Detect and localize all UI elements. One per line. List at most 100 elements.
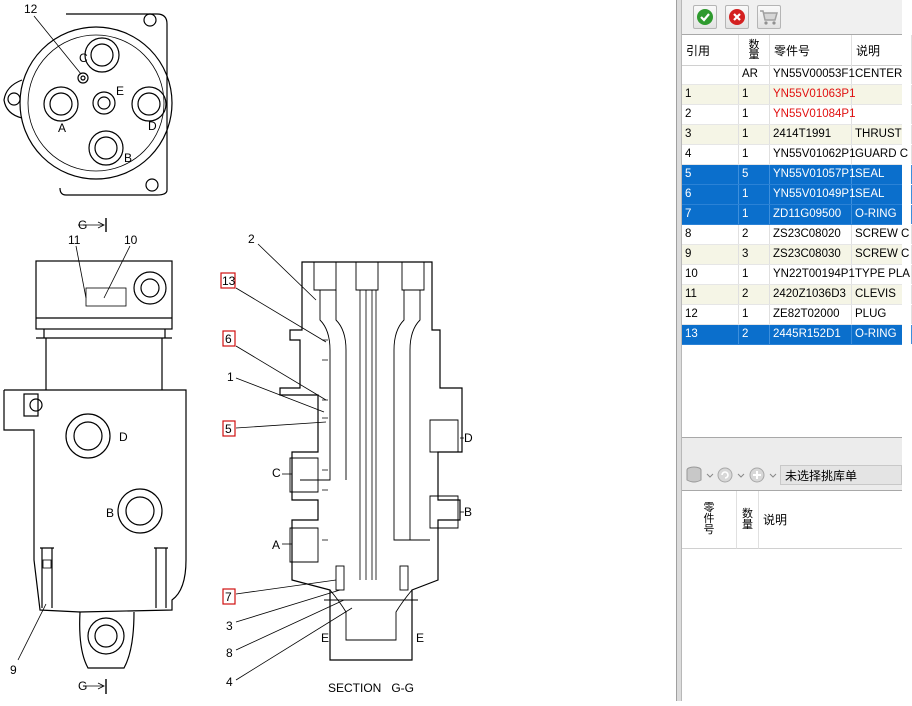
- add-icon[interactable]: [748, 466, 778, 484]
- callout-5[interactable]: 5: [225, 422, 232, 436]
- callout-1[interactable]: 1: [227, 370, 234, 384]
- refresh-icon[interactable]: [716, 466, 746, 484]
- callout-9[interactable]: 9: [10, 663, 17, 677]
- cell-qty: 3: [739, 245, 770, 264]
- confirm-button[interactable]: [693, 5, 717, 29]
- callout-6[interactable]: 6: [225, 332, 232, 346]
- section-view: [235, 243, 464, 681]
- cell-qty: 1: [739, 145, 770, 164]
- pick-header-qty[interactable]: 数量: [737, 491, 759, 549]
- vertical-splitter[interactable]: [676, 0, 682, 701]
- callout-13[interactable]: 13: [222, 274, 236, 288]
- callout-11[interactable]: 11: [68, 233, 81, 247]
- port-label-a-section: A: [272, 538, 280, 552]
- callout-8[interactable]: 8: [226, 646, 233, 660]
- port-label-b-section: B: [464, 505, 472, 519]
- pick-list-select[interactable]: 未选择挑库单: [780, 465, 902, 485]
- cell-desc: GUARD C: [852, 145, 912, 164]
- cell-ref: 8: [682, 225, 739, 244]
- cell-part-no: YN55V01062P1: [770, 145, 855, 164]
- callout-4[interactable]: 4: [226, 675, 233, 689]
- port-label-e-section-right: E: [416, 631, 424, 645]
- callout-12[interactable]: 12: [24, 2, 38, 16]
- pick-header-desc[interactable]: 说明: [759, 491, 902, 549]
- cell-desc: SCREW C: [852, 225, 912, 244]
- cell-ref: 13: [682, 325, 739, 344]
- port-label-d-front: D: [119, 430, 128, 444]
- horizontal-splitter[interactable]: [682, 438, 902, 460]
- cell-desc: SEAL: [852, 165, 912, 184]
- port-label-d-top: D: [148, 119, 157, 133]
- header-qty-label: 数量: [748, 39, 760, 61]
- cell-part-no: YN55V01063P1: [770, 85, 855, 104]
- port-label-c-section: C: [272, 466, 281, 480]
- callout-box-13[interactable]: [220, 272, 236, 289]
- cell-part-no: YN55V00053F1: [770, 65, 855, 84]
- section-marker-top: G: [78, 218, 87, 232]
- cell-desc: O-RING: [852, 205, 912, 224]
- add-to-cart-button[interactable]: [757, 5, 781, 29]
- cell-ref: 2: [682, 105, 739, 124]
- callout-10[interactable]: 10: [124, 233, 138, 247]
- cell-qty: 1: [739, 85, 770, 104]
- cancel-button[interactable]: [725, 5, 749, 29]
- port-label-d-section: D: [464, 431, 473, 445]
- cell-ref: 10: [682, 265, 739, 284]
- port-label-b-top: B: [124, 151, 132, 165]
- callout-3[interactable]: 3: [226, 619, 233, 633]
- cell-qty: 1: [739, 305, 770, 324]
- pick-list-toolbar: 未选择挑库单: [682, 460, 902, 490]
- callout-box-6[interactable]: [222, 330, 236, 347]
- cell-part-no: YN22T00194P1: [770, 265, 855, 284]
- callout-box-7[interactable]: [222, 588, 236, 605]
- check-icon: [697, 9, 713, 25]
- cell-qty: 2: [739, 225, 770, 244]
- cell-qty: 5: [739, 165, 770, 184]
- callout-box-5[interactable]: [222, 420, 236, 437]
- cell-desc: [852, 85, 912, 104]
- pick-header-part-no-label: 零件号: [703, 502, 715, 536]
- parts-diagram: 12 C E A D B G 11 10 D B 9 G 2 13 6 1 5 …: [3, 2, 473, 695]
- cell-qty: 1: [739, 265, 770, 284]
- header-qty[interactable]: 数量: [739, 35, 770, 65]
- cell-part-no: 2414T1991: [770, 125, 852, 144]
- cell-ref: 6: [682, 185, 739, 204]
- cell-part-no: YN55V01057P1: [770, 165, 855, 184]
- cell-desc: PLUG: [852, 305, 912, 324]
- cell-qty: 2: [739, 325, 770, 344]
- callout-7[interactable]: 7: [225, 590, 232, 604]
- cell-desc: CLEVIS: [852, 285, 912, 304]
- parts-toolbar: [682, 0, 902, 34]
- header-desc[interactable]: 说明: [852, 35, 912, 65]
- pick-header-part-no[interactable]: 零件号: [682, 491, 737, 549]
- database-icon[interactable]: [685, 466, 715, 484]
- header-part-no[interactable]: 零件号: [770, 35, 852, 65]
- cell-desc: [852, 105, 912, 124]
- parts-table-header: 引用 数量 零件号 说明: [682, 35, 912, 66]
- cell-ref: 9: [682, 245, 739, 264]
- cell-qty: 1: [739, 105, 770, 124]
- cell-part-no: ZS23C08030: [770, 245, 852, 264]
- cell-part-no: ZE82T02000: [770, 305, 852, 324]
- close-icon: [729, 9, 745, 25]
- port-label-c-top: C: [79, 51, 88, 65]
- callout-2[interactable]: 2: [248, 232, 255, 246]
- cell-part-no: YN55V01084P1: [770, 105, 855, 124]
- cell-desc: THRUST: [852, 125, 912, 144]
- header-ref[interactable]: 引用: [682, 35, 739, 65]
